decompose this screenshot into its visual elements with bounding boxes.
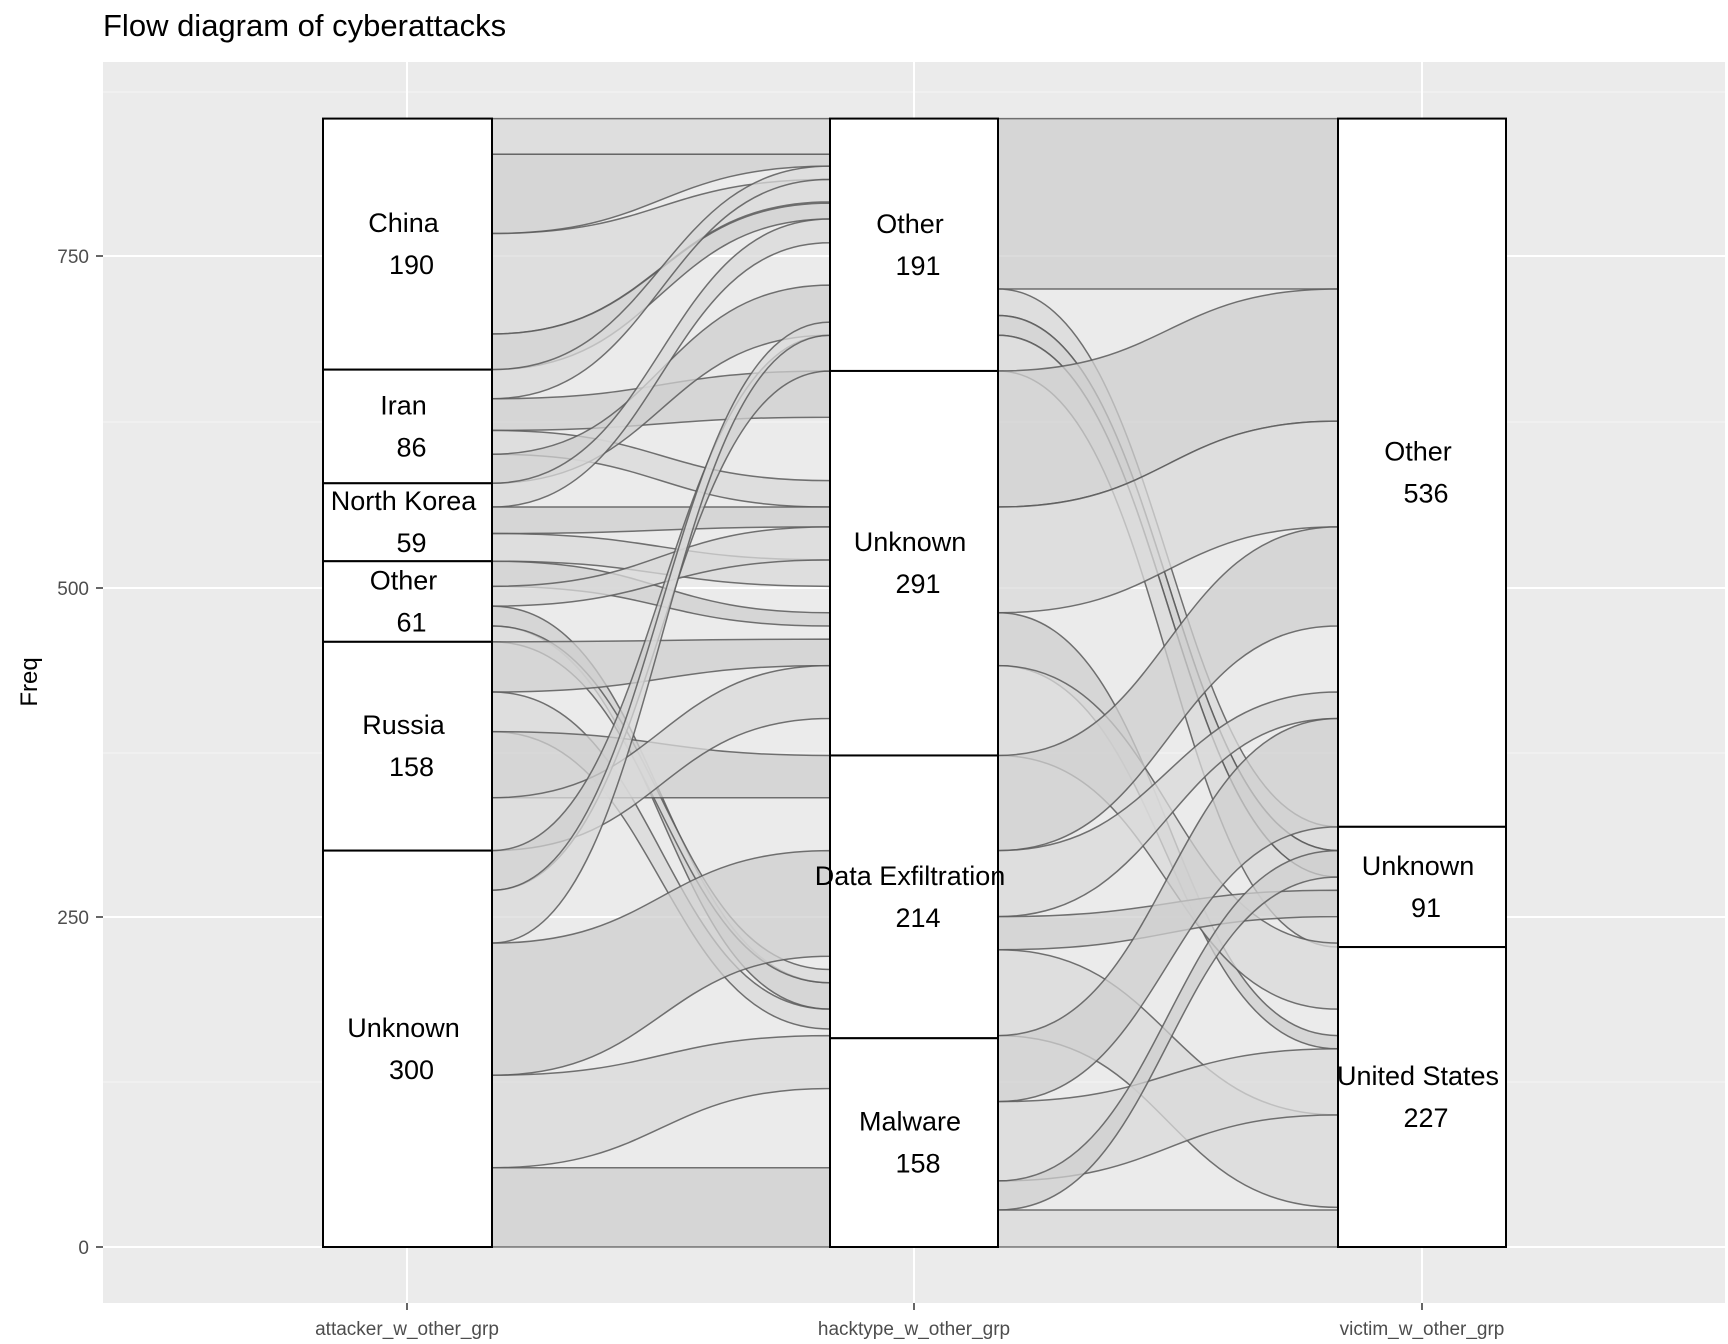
- stratum-hacktype_w_other_grp-malware: Malware 158: [829, 1037, 999, 1249]
- stratum-count-label: 300: [389, 1055, 434, 1085]
- stratum-count-label: 190: [389, 250, 434, 280]
- stratum-attacker_w_other_grp-russia: Russia 158: [322, 640, 493, 852]
- stratum-count-label: 214: [895, 903, 940, 933]
- flow-ribbon: [997, 1209, 1339, 1248]
- x-tick-victim: victim_w_other_grp: [1340, 1319, 1505, 1340]
- stratum-attacker_w_other_grp-other: Other 61: [322, 560, 493, 643]
- chart-title: Flow diagram of cyberattacks: [103, 8, 507, 43]
- stratum-box: [829, 369, 999, 757]
- stratum-name-label: North Korea: [331, 486, 478, 516]
- y-tick-0: 0: [78, 1238, 89, 1259]
- stratum-box: [322, 560, 493, 643]
- x-tick-attacker: attacker_w_other_grp: [315, 1319, 499, 1340]
- stratum-box: [322, 368, 493, 485]
- stratum-victim_w_other_grp-unknown: Unknown 91: [1337, 825, 1507, 949]
- stratum-name-label: Iran: [380, 390, 427, 420]
- stratum-box: [322, 849, 493, 1248]
- flow-ribbon: [491, 117, 831, 156]
- stratum-count-label: 291: [895, 569, 940, 599]
- flow-ribbon: [491, 1166, 831, 1248]
- stratum-name-label: Unknown: [1362, 851, 1475, 881]
- stratum-count-label: 59: [396, 528, 426, 558]
- stratum-name-label: Unknown: [347, 1013, 460, 1043]
- x-axis-ticks: [406, 1303, 1423, 1310]
- stratum-hacktype_w_other_grp-other: Other 191: [829, 117, 999, 372]
- stratum-count-label: 61: [396, 608, 426, 638]
- stratum-attacker_w_other_grp-unknown: Unknown 300: [322, 849, 493, 1248]
- stratum-name-label: Malware: [859, 1107, 961, 1137]
- y-tick-750: 750: [57, 247, 89, 268]
- y-axis-title: Freq: [16, 657, 43, 706]
- stratum-count-label: 227: [1403, 1103, 1448, 1133]
- stratum-name-label: Other: [1384, 437, 1452, 467]
- stratum-attacker_w_other_grp-china: China 190: [322, 117, 493, 371]
- stratum-name-label: Other: [876, 209, 944, 239]
- stratum-name-label: China: [368, 208, 440, 238]
- stratum-count-label: 158: [895, 1149, 940, 1179]
- stratum-count-label: 86: [396, 432, 426, 462]
- stratum-count-label: 536: [1403, 479, 1448, 509]
- stratum-box: [322, 117, 493, 371]
- stratum-count-label: 158: [389, 752, 434, 782]
- stratum-name-label: United States: [1337, 1061, 1499, 1091]
- stratum-box: [829, 1037, 999, 1249]
- stratum-name-label: Russia: [362, 710, 446, 740]
- stratum-box: [829, 117, 999, 372]
- stratum-box: [829, 754, 999, 1040]
- stratum-name-label: Other: [370, 566, 438, 596]
- stratum-attacker_w_other_grp-iran: Iran 86: [322, 368, 493, 485]
- stratum-hacktype_w_other_grp-unknown: Unknown 291: [829, 369, 999, 757]
- stratum-name-label: Data Exfiltration: [815, 861, 1006, 891]
- flow-ribbon: [997, 117, 1339, 290]
- stratum-count-label: 191: [895, 251, 940, 281]
- stratum-count-label: 91: [1411, 893, 1441, 923]
- stratum-box: [322, 482, 493, 563]
- stratum-box: [1337, 117, 1507, 828]
- x-tick-hacktype: hacktype_w_other_grp: [818, 1319, 1010, 1340]
- y-tick-250: 250: [57, 908, 89, 929]
- stratum-box: [1337, 946, 1507, 1248]
- y-tick-500: 500: [57, 579, 89, 600]
- stratum-box: [322, 640, 493, 852]
- stratum-box: [1337, 825, 1507, 949]
- stratum-victim_w_other_grp-united-states: United States 227: [1337, 946, 1507, 1248]
- y-axis-ticks: [96, 255, 103, 1248]
- stratum-hacktype_w_other_grp-data-exfiltration: Data Exfiltration 214: [815, 754, 1006, 1040]
- stratum-attacker_w_other_grp-north-korea: North Korea 59: [322, 482, 493, 563]
- stratum-name-label: Unknown: [854, 527, 967, 557]
- stratum-victim_w_other_grp-other: Other 536: [1337, 117, 1507, 828]
